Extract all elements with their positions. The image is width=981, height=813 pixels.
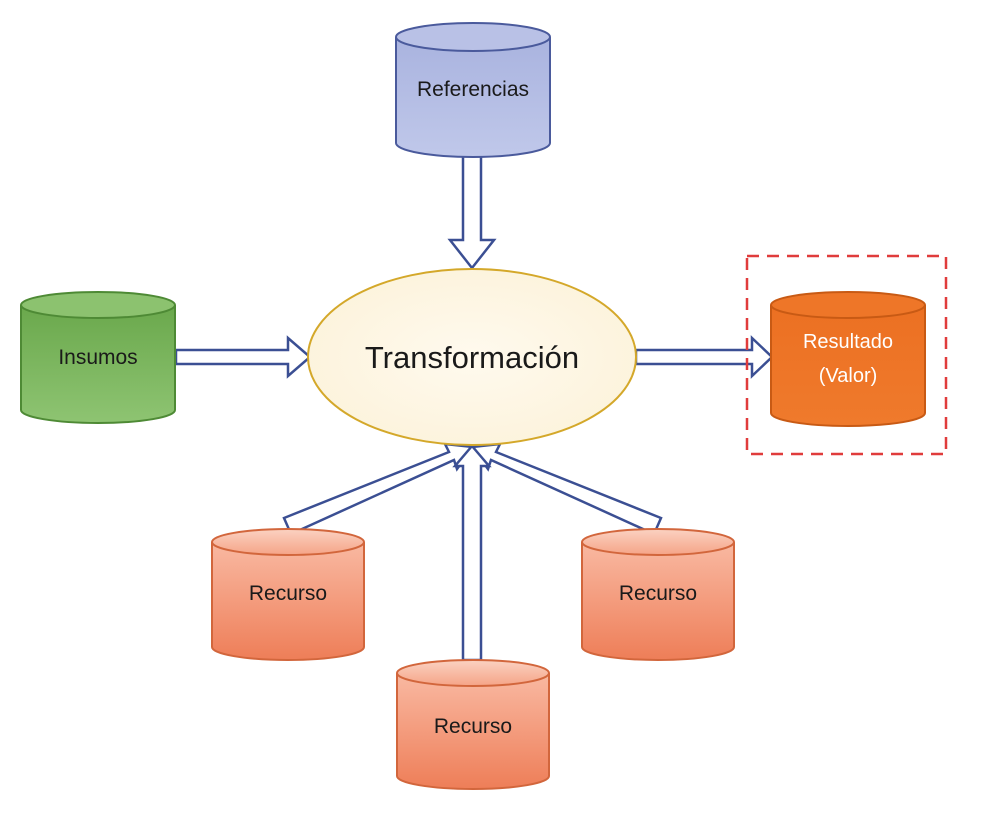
arrow-insumos-to-transformacion [174,335,312,379]
recurso-right-cylinder[interactable]: Recurso [581,528,735,661]
insumos-label: Insumos [58,346,137,369]
arrow-referencias-to-transformacion [447,153,497,271]
transformacion-label: Transformación [365,340,579,375]
resultado-label-line2: (Valor) [819,365,878,387]
resultado-label-line1: Resultado [803,331,893,353]
transformacion-node[interactable]: Transformación [307,268,637,446]
recurso-bottom-label: Recurso [434,715,512,738]
recurso-right-label: Recurso [619,582,697,605]
arrow-recurso-right-to-transformacion [469,442,663,536]
arrow-recurso-left-to-transformacion [282,442,476,536]
recurso-left-label: Recurso [249,582,327,605]
arrow-recurso-bottom-to-transformacion [452,444,492,662]
arrow-transformacion-to-resultado [634,335,774,379]
insumos-cylinder[interactable]: Insumos [20,291,176,424]
referencias-label: Referencias [417,78,529,101]
recurso-bottom-cylinder[interactable]: Recurso [396,659,550,790]
recurso-left-cylinder[interactable]: Recurso [211,528,365,661]
resultado-cylinder[interactable]: Resultado (Valor) [770,291,926,427]
referencias-cylinder[interactable]: Referencias [395,22,551,158]
